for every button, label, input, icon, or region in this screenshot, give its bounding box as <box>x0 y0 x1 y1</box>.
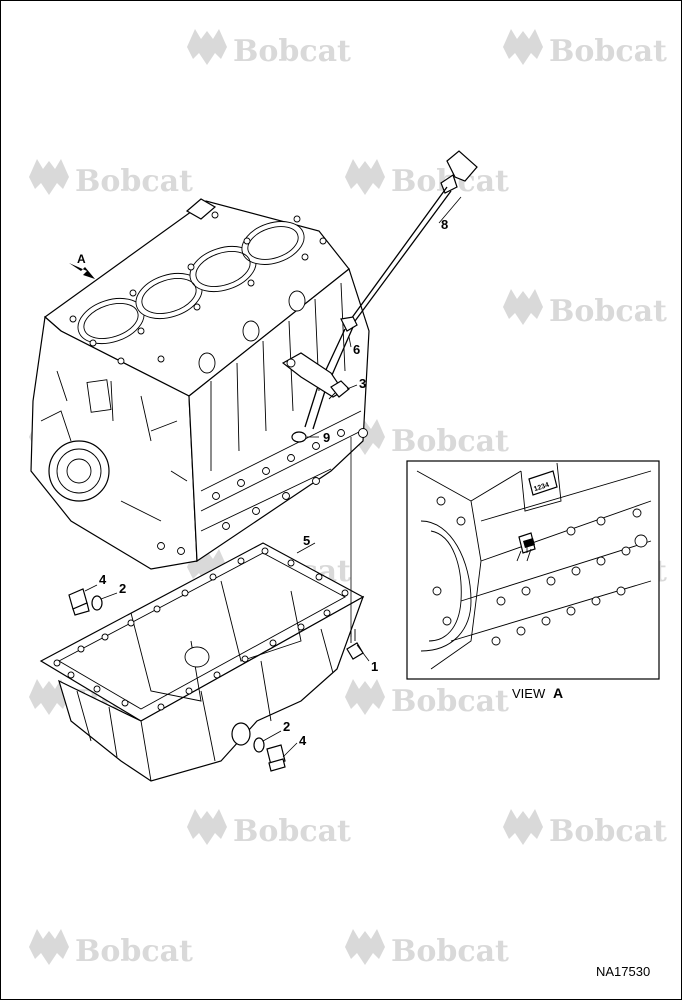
engine-block <box>30 198 370 570</box>
callout-8: 8 <box>441 217 448 232</box>
dipstick-tube <box>304 328 346 428</box>
svg-text:Bobcat: Bobcat <box>549 294 667 329</box>
o-ring-9 <box>291 431 307 443</box>
view-a-engine-detail <box>416 462 652 670</box>
watermark-2: Bobcat <box>503 29 667 69</box>
view-a-inset: 1234 <box>406 460 660 680</box>
callout-9: 9 <box>323 430 330 445</box>
watermark-12: Bobcat <box>345 679 509 719</box>
view-a-arrow: A <box>69 252 95 279</box>
callout-5: 5 <box>303 533 310 548</box>
svg-text:Bobcat: Bobcat <box>391 424 509 459</box>
svg-text:A: A <box>77 252 86 266</box>
callout-1: 1 <box>371 659 378 674</box>
bolt-3 <box>328 380 350 400</box>
svg-text:Bobcat: Bobcat <box>75 164 193 199</box>
figure-id: NA17530 <box>596 964 650 979</box>
view-a-frame <box>406 460 660 680</box>
callout-2-upper: 2 <box>119 581 126 596</box>
watermark-6: Bobcat <box>503 289 667 329</box>
svg-text:Bobcat: Bobcat <box>233 34 351 69</box>
watermark-4: Bobcat <box>345 159 509 199</box>
oil-pan-pickup <box>184 646 210 668</box>
arrow-right-icon <box>69 263 95 279</box>
dipstick-handle <box>446 150 478 182</box>
view-a-label-letter: A <box>553 685 563 701</box>
bobcat-logo-icon <box>187 809 227 845</box>
side-port-2 <box>242 320 260 342</box>
svg-text:Bobcat: Bobcat <box>549 814 667 849</box>
bobcat-logo-icon <box>187 29 227 65</box>
bobcat-logo-icon <box>29 159 69 195</box>
bobcat-logo-icon <box>345 159 385 195</box>
side-port-1 <box>198 352 216 374</box>
bobcat-logo-icon <box>345 679 385 715</box>
callout-3: 3 <box>359 376 366 391</box>
side-port-3 <box>288 290 306 312</box>
callout-2-lower: 2 <box>283 719 290 734</box>
bobcat-logo-icon <box>503 289 543 325</box>
dipstick-rod <box>350 186 448 320</box>
bobcat-logo-icon <box>345 929 385 965</box>
oil-pan <box>39 542 365 782</box>
svg-text:Bobcat: Bobcat <box>233 814 351 849</box>
block-front-face <box>30 315 198 570</box>
oil-pan-bolt-holes <box>53 547 349 711</box>
callout-4-lower: 4 <box>299 733 307 748</box>
view-a-label-prefix: VIEW <box>512 686 546 701</box>
serial-plate: 1234 <box>528 470 558 496</box>
gasket-2-upper <box>91 595 103 611</box>
watermark-15: Bobcat <box>29 929 193 969</box>
block-top-boss <box>185 198 217 220</box>
dipstick-tube-top <box>340 316 358 332</box>
watermark-8: Bobcat <box>345 419 509 459</box>
bobcat-logo-icon <box>29 929 69 965</box>
bobcat-logo-icon <box>503 809 543 845</box>
watermark-1: Bobcat <box>187 29 351 69</box>
drain-plug-4-lower <box>266 744 286 772</box>
bobcat-logo-icon <box>503 29 543 65</box>
dipstick-assembly <box>281 150 478 430</box>
gasket-2-lower <box>253 737 265 753</box>
svg-text:Bobcat: Bobcat <box>75 934 193 969</box>
drain-plug-4-upper <box>68 588 90 616</box>
svg-text:Bobcat: Bobcat <box>391 934 509 969</box>
cylinder-bore-4 <box>241 221 305 265</box>
side-bolt-row <box>157 428 368 555</box>
callout-4-upper: 4 <box>99 572 107 587</box>
leader-lines <box>84 196 462 758</box>
oil-pan-body <box>58 595 365 782</box>
watermark-3: Bobcat <box>29 159 193 199</box>
watermark-16: Bobcat <box>345 929 509 969</box>
callout-6: 6 <box>353 342 360 357</box>
watermark-14: Bobcat <box>503 809 667 849</box>
deck-bolt-holes <box>69 211 327 365</box>
block-side-face <box>188 267 370 563</box>
serial-plate-text: 1234 <box>533 482 550 494</box>
svg-text:Bobcat: Bobcat <box>549 34 667 69</box>
crankshaft-housing <box>48 440 110 502</box>
svg-text:Bobcat: Bobcat <box>391 684 509 719</box>
oil-pan-drain-boss <box>231 722 251 746</box>
watermark-13: Bobcat <box>187 809 351 849</box>
